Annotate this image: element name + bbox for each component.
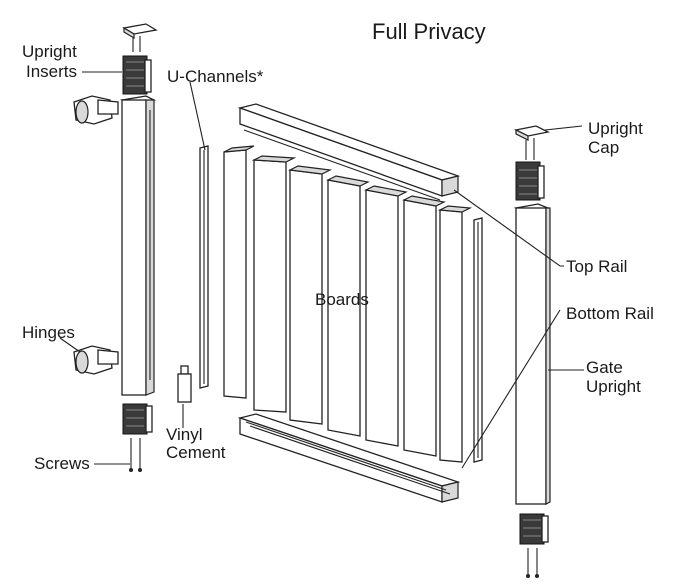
bottom-hinge <box>73 345 119 375</box>
bottom-rail-label: Bottom Rail <box>566 304 654 323</box>
gate-upright-label-line2: Upright <box>586 377 641 396</box>
bottom-rail <box>237 413 461 503</box>
boards-label: Boards <box>315 290 369 309</box>
top-rail-leader <box>453 189 564 267</box>
board <box>223 145 255 399</box>
left-u-channel <box>199 145 209 389</box>
board <box>287 165 333 425</box>
board <box>251 155 297 413</box>
vinyl-cement-label-line2: Cement <box>166 443 226 462</box>
gate-upright-label-line1: Gate <box>586 358 623 377</box>
right-screws <box>526 548 539 578</box>
left-upright-insert-bottom <box>122 403 153 435</box>
hinges-label: Hinges <box>22 323 75 342</box>
upright-cap-label-line1: Upright <box>588 119 643 138</box>
u-channels-label: U-Channels* <box>167 67 264 86</box>
right-upright-insert-bottom <box>519 513 549 545</box>
upright-inserts-label-line1: Upright <box>22 42 77 61</box>
left-screws <box>129 438 142 472</box>
bottom-rail-leader <box>461 309 561 469</box>
board <box>437 205 473 463</box>
left-upright-insert-top <box>122 55 152 95</box>
left-gate-upright <box>119 95 157 396</box>
top-rail <box>237 103 461 201</box>
upright-cap-leader <box>544 125 583 131</box>
top-hinge <box>73 95 119 125</box>
boards <box>223 145 473 463</box>
board <box>402 195 446 457</box>
upright-inserts-label-line2: Inserts <box>26 62 77 81</box>
left-upright-cap <box>122 23 158 52</box>
screws-label: Screws <box>34 454 90 473</box>
top-rail-label: Top Rail <box>566 257 627 276</box>
right-upright-cap <box>514 125 550 160</box>
right-u-channel <box>473 217 483 463</box>
board <box>364 185 408 447</box>
right-upright-insert-top <box>515 161 545 201</box>
vinyl-cement-label-line1: Vinyl <box>166 425 203 444</box>
upright-cap-label-line2: Cap <box>588 138 619 157</box>
u-channels-leader <box>189 81 206 151</box>
diagram-title: Full Privacy <box>372 19 486 44</box>
hinges-leader <box>59 337 81 353</box>
board <box>326 175 370 437</box>
vinyl-cement-tube <box>177 365 192 403</box>
